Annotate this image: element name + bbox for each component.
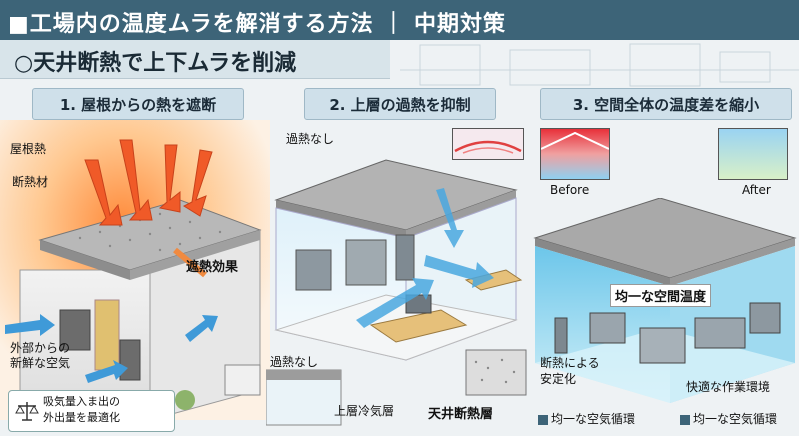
label-after: After [742, 183, 771, 197]
panel-title: 1. 屋根からの熱を遮断 [32, 88, 244, 120]
label-comfortable-environment: 快適な作業環境 [686, 380, 771, 394]
roof-heat-illustration [0, 120, 270, 420]
panel-upper-overheat: 2. 上層の過熱を抑制 [266, 88, 532, 436]
legend-line-1: 吸気量入ま出の [43, 395, 120, 408]
header-bar: ■工場内の温度ムラを解消する方法 ｜ 中期対策 [0, 0, 799, 40]
label-fresh-air-1: 外部からの [10, 341, 71, 355]
label-uniform-circulation-1: 均一な空気循環 [538, 410, 635, 427]
label-ceiling-insulation-layer: 天井断熱層 [428, 407, 494, 422]
square-bullet-icon [680, 414, 690, 425]
subtitle-bar: ○天井断熱で上下ムラを削減 [0, 40, 390, 79]
roof-cross-section-illustration [453, 129, 523, 159]
label-stabilize-2: 安定化 [540, 372, 577, 386]
before-gradient-illustration [540, 129, 610, 179]
label-upper-cool-layer: 上層冷気層 [334, 404, 395, 418]
legend-optimize-airflow: 吸気量入ま出の 外出量を最適化 [8, 390, 175, 432]
page-subtitle: ○天井断熱で上下ムラを削減 [14, 51, 297, 76]
square-bullet-icon [538, 414, 548, 425]
label-no-overheat-bottom: 過熱なし [270, 355, 319, 369]
inset-before [540, 128, 610, 180]
balance-scale-icon [15, 402, 39, 421]
panel-roof-heat: 1. 屋根からの熱を遮断 [0, 88, 270, 436]
label-uniform-circulation-2: 均一な空気循環 [680, 410, 777, 427]
page-title: ■工場内の温度ムラを解消する方法 ｜ 中期対策 [8, 12, 507, 37]
label-heat-shield: 遮熱効果 [186, 260, 239, 275]
circulation-text-2: 均一な空気循環 [693, 412, 778, 426]
legend-line-2: 外出量を最適化 [43, 411, 120, 424]
label-stabilize-1: 断熱による [540, 356, 600, 370]
inset-after [718, 128, 788, 180]
factory-interior-illustration [266, 159, 527, 426]
label-no-overheat-top: 過熱なし [286, 132, 335, 146]
label-insulation: 断熱材 [12, 175, 49, 189]
label-before: Before [550, 183, 590, 197]
label-roof-heat: 屋根熱 [10, 142, 47, 156]
panel-title: 3. 空間全体の温度差を縮小 [540, 88, 792, 120]
label-uniform-temperature: 均一な空間温度 [610, 284, 712, 307]
panel-temperature-difference: 3. 空間全体の温度差を縮小 Before After [530, 88, 799, 436]
label-fresh-air-2: 新鮮な空気 [10, 356, 71, 370]
circulation-text-1: 均一な空気循環 [551, 412, 636, 426]
inset-roof-cross-section [452, 128, 524, 160]
after-gradient-illustration [719, 129, 787, 179]
background-factory-illustration [400, 43, 799, 87]
panel-title: 2. 上層の過熱を抑制 [304, 88, 496, 120]
